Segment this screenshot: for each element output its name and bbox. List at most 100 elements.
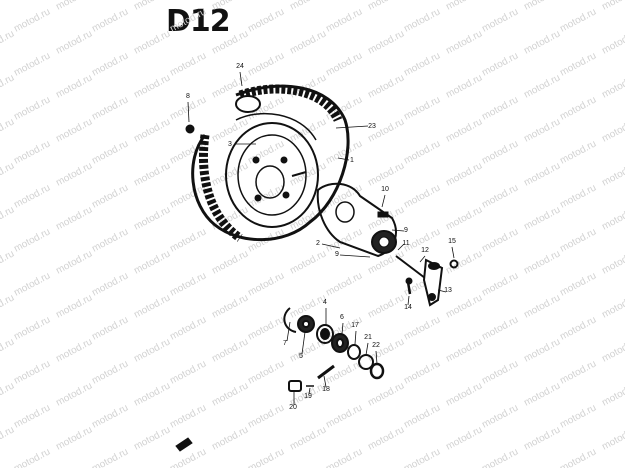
watermark-text: motod.ru [366, 0, 406, 13]
watermark-text: motod.ru [246, 314, 286, 342]
watermark-text: motod.ru [0, 292, 16, 320]
watermark-text: motod.ru [324, 402, 364, 430]
watermark-text: motod.ru [90, 358, 130, 386]
callout-12: 12 [421, 247, 429, 254]
watermark-text: motod.ru [522, 116, 562, 144]
watermark-text: motod.ru [444, 424, 484, 452]
watermark-text: motod.ru [480, 6, 520, 34]
leader-line [341, 322, 344, 335]
callout-6: 6 [340, 314, 344, 321]
watermark-text: motod.ru [246, 402, 286, 430]
watermark-text: motod.ru [444, 380, 484, 408]
watermark-text: motod.ru [600, 292, 625, 320]
tire [191, 84, 350, 242]
watermark-text: motod.ru [54, 424, 94, 452]
leader-line [435, 265, 441, 269]
watermark-text: motod.ru [402, 402, 442, 430]
watermark-text: motod.ru [324, 6, 364, 34]
leader-line [301, 331, 306, 355]
watermark-text: motod.ru [324, 446, 364, 468]
watermark-text: motod.ru [0, 28, 16, 56]
watermark-text: motod.ru [132, 292, 172, 320]
watermark-text: motod.ru [480, 402, 520, 430]
watermark-text: motod.ru [12, 226, 52, 254]
callout-2: 2 [316, 240, 320, 247]
watermark-text: motod.ru [444, 160, 484, 188]
leader-line [239, 71, 243, 87]
watermark-text: motod.ru [90, 138, 130, 166]
watermark-text: motod.ru [600, 0, 625, 13]
watermark-text: motod.ru [0, 0, 16, 13]
callout-16: 16 [431, 263, 439, 270]
watermark-text: motod.ru [600, 336, 625, 364]
callout-22: 22 [372, 342, 380, 349]
watermark-text: motod.ru [558, 94, 598, 122]
watermark-text: motod.ru [600, 28, 625, 56]
leader-line [308, 387, 311, 395]
watermark-text: motod.ru [210, 424, 250, 452]
callout-11: 11 [402, 240, 409, 247]
watermark-text: motod.ru [324, 50, 364, 78]
watermark-text: motod.ru [0, 336, 16, 364]
watermark-text: motod.ru [12, 6, 52, 34]
watermark-text: motod.ru [0, 160, 16, 188]
leader-lines [187, 71, 455, 405]
watermark-text: motod.ru [324, 270, 364, 298]
watermark-text: motod.ru [246, 50, 286, 78]
watermark-text: motod.ru [12, 270, 52, 298]
leader-line [419, 255, 426, 263]
watermark-text: motod.ru [522, 336, 562, 364]
watermark-text: motod.ru [90, 182, 130, 210]
watermark-text: motod.ru [402, 94, 442, 122]
watermark-text: motod.ru [558, 402, 598, 430]
watermark-text: motod.ru [168, 402, 208, 430]
watermark-text: motod.ru [288, 248, 328, 276]
watermark-text: motod.ru [522, 204, 562, 232]
watermark-text: motod.ru [402, 50, 442, 78]
brake-drum [316, 182, 397, 258]
watermark-text: motod.ru [12, 402, 52, 430]
watermark-text: motod.ru [246, 270, 286, 298]
watermark-text: motod.ru [402, 314, 442, 342]
watermark-text: motod.ru [366, 424, 406, 452]
watermark-text: motod.ru [558, 358, 598, 386]
brake-cam-lever [395, 255, 459, 307]
watermark-text: motod.ru [402, 182, 442, 210]
watermark-text: motod.ru [480, 138, 520, 166]
callout-19: 19 [304, 393, 312, 400]
callout-4: 4 [323, 299, 327, 306]
direction-arrow-icon [175, 437, 193, 452]
watermark-text: motod.ru [90, 402, 130, 430]
watermark-text: motod.ru [90, 446, 130, 468]
watermark-text: motod.ru [444, 0, 484, 13]
leader-line [321, 243, 341, 249]
watermark-text: motod.ru [90, 50, 130, 78]
watermark-text: motod.ru [444, 72, 484, 100]
watermark-text: motod.ru [12, 182, 52, 210]
watermark-text: motod.ru [0, 204, 16, 232]
watermark-text: motod.ru [54, 28, 94, 56]
watermark-text: motod.ru [54, 204, 94, 232]
watermark-text: motod.ru [0, 380, 16, 408]
watermark-text: motod.ru [480, 94, 520, 122]
watermark-text: motod.ru [558, 138, 598, 166]
watermark-text: motod.ru [402, 6, 442, 34]
watermark-text: motod.ru [600, 116, 625, 144]
leader-line [437, 289, 447, 293]
callout-3: 3 [228, 141, 232, 148]
watermark-text: motod.ru [168, 358, 208, 386]
watermark-text: motod.ru [366, 292, 406, 320]
watermark-text: motod.ru [558, 446, 598, 468]
callout-10: 10 [381, 186, 389, 193]
watermark-text: motod.ru [480, 358, 520, 386]
watermark-text: motod.ru [558, 50, 598, 78]
watermark-text: motod.ru [132, 0, 172, 13]
watermark-text: motod.ru [444, 28, 484, 56]
watermark-text: motod.ru [522, 0, 562, 13]
watermark-text: motod.ru [210, 336, 250, 364]
watermark-text: motod.ru [324, 226, 364, 254]
bearing-set [283, 307, 385, 392]
callout-8: 8 [186, 93, 190, 100]
